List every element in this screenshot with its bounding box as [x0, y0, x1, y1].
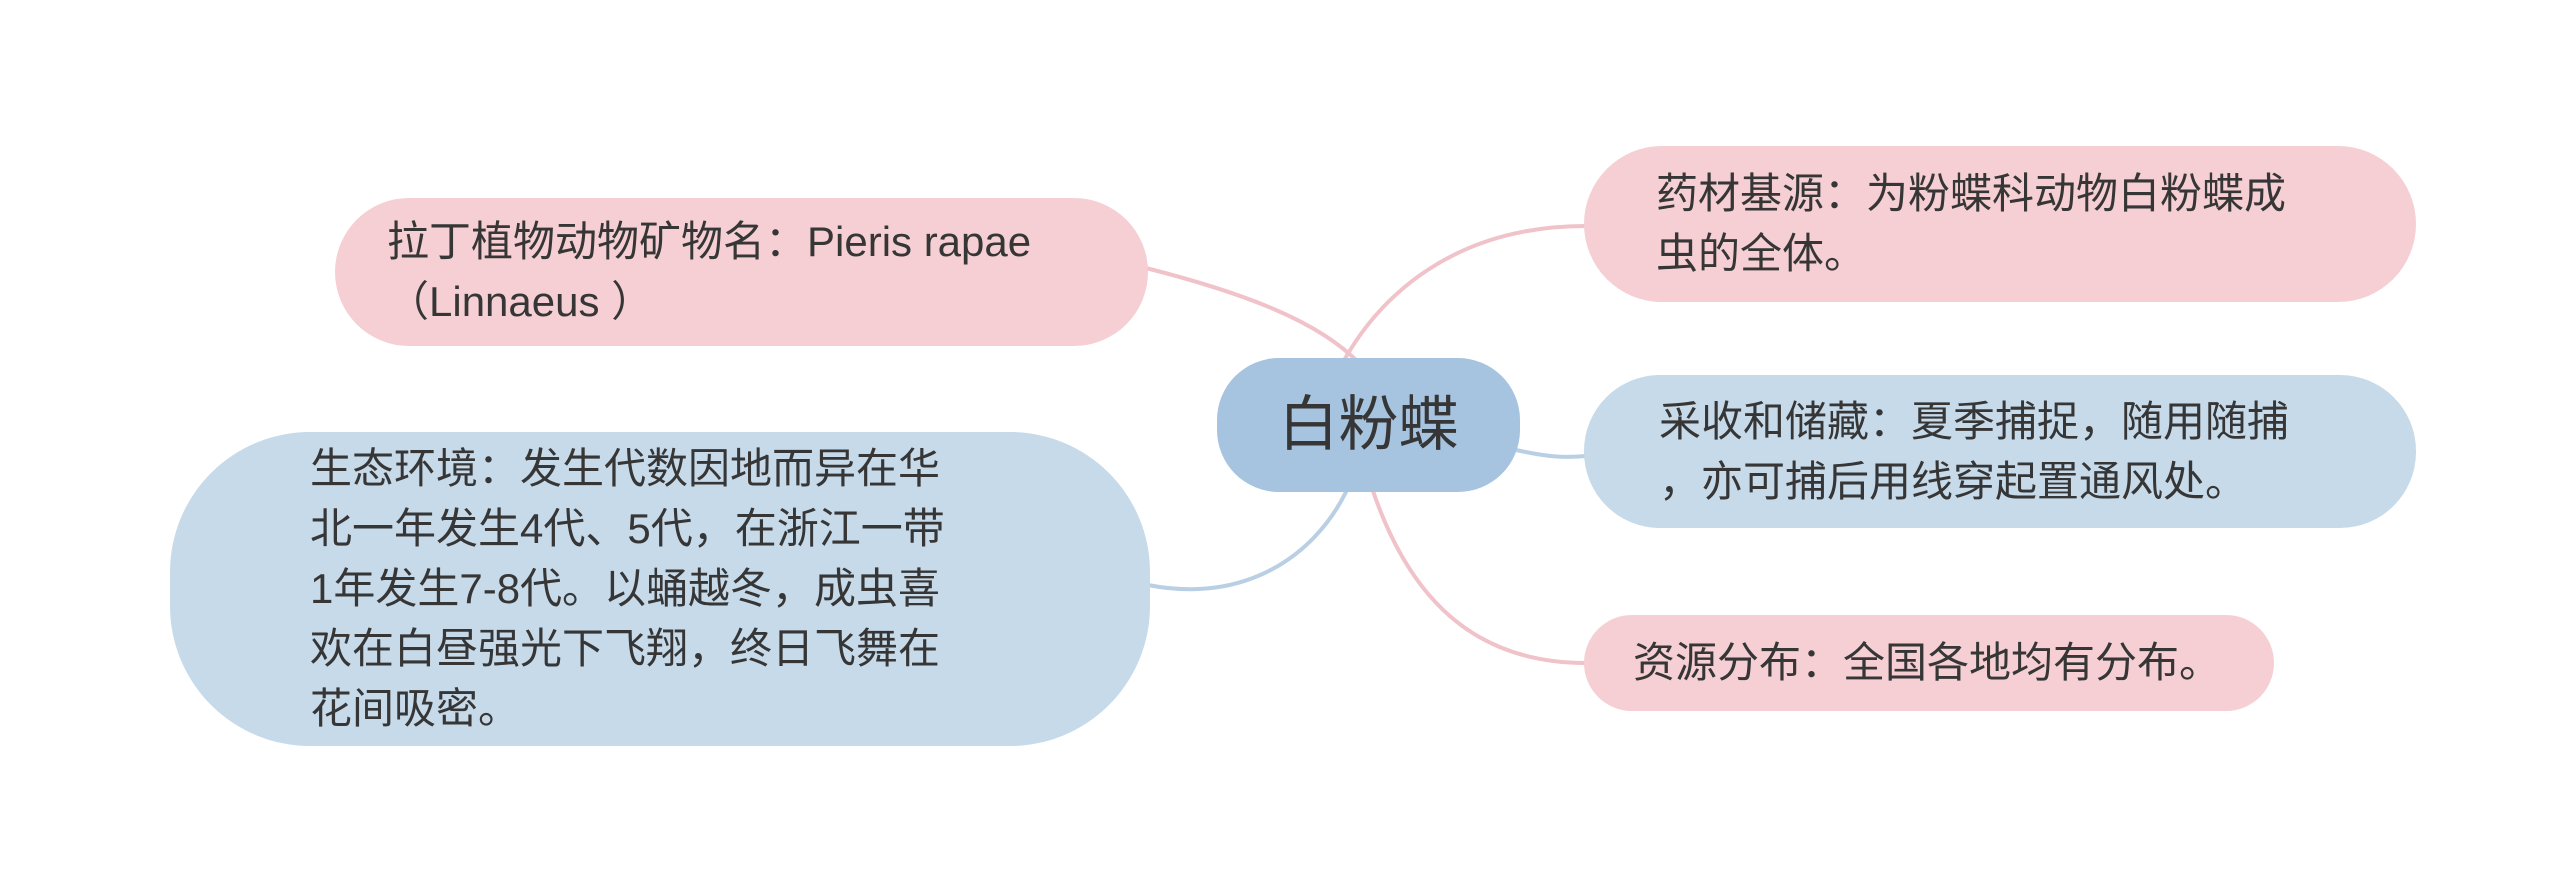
node-text-line: 生态环境：发生代数因地而异在华: [310, 445, 941, 492]
node-text-line: 花间吸密。: [310, 685, 521, 732]
node-text-line: 拉丁植物动物矿物名：Pieris rapae: [387, 218, 1032, 265]
node-harvest-storage[interactable]: 采收和储藏：夏季捕捉，随用随捕 ，亦可捕后用线穿起置通风处。: [1584, 375, 2416, 528]
connector-ecology: [1146, 490, 1348, 592]
node-text-line: 北一年发生4代、5代，在浙江一带: [310, 505, 945, 552]
node-text-line: 欢在白昼强光下飞翔，终日飞舞在: [310, 625, 941, 672]
node-text-line: 采收和储藏：夏季捕捉，随用随捕: [1659, 397, 2290, 445]
node-distribution[interactable]: 资源分布：全国各地均有分布。: [1584, 615, 2274, 711]
node-text-line: 资源分布：全国各地均有分布。: [1633, 639, 2222, 686]
root-label: 白粉蝶: [1278, 391, 1459, 458]
connector-medicinal-source: [1340, 224, 1588, 366]
node-medicinal-source[interactable]: 药材基源：为粉蝶科动物白粉蝶成 虫的全体。: [1584, 146, 2416, 302]
node-text-line: 1年发生7-8代。以蛹越冬，成虫喜: [310, 565, 941, 612]
connector-harvest-storage: [1514, 448, 1588, 459]
connector-distribution: [1370, 486, 1588, 665]
node-ecology[interactable]: 生态环境：发生代数因地而异在华 北一年发生4代、5代，在浙江一带 1年发生7-8…: [170, 432, 1150, 746]
connector-latin-name: [1144, 266, 1362, 366]
node-root[interactable]: 白粉蝶: [1217, 358, 1520, 492]
node-text-line: 虫的全体。: [1656, 230, 1867, 277]
node-latin-name[interactable]: 拉丁植物动物矿物名：Pieris rapae （Linnaeus ）: [335, 198, 1148, 346]
node-text-line: ，亦可捕后用线穿起置通风处。: [1659, 457, 2248, 505]
node-text-line: 药材基源：为粉蝶科动物白粉蝶成: [1656, 170, 2287, 217]
node-text-line: （Linnaeus ）: [387, 278, 654, 325]
